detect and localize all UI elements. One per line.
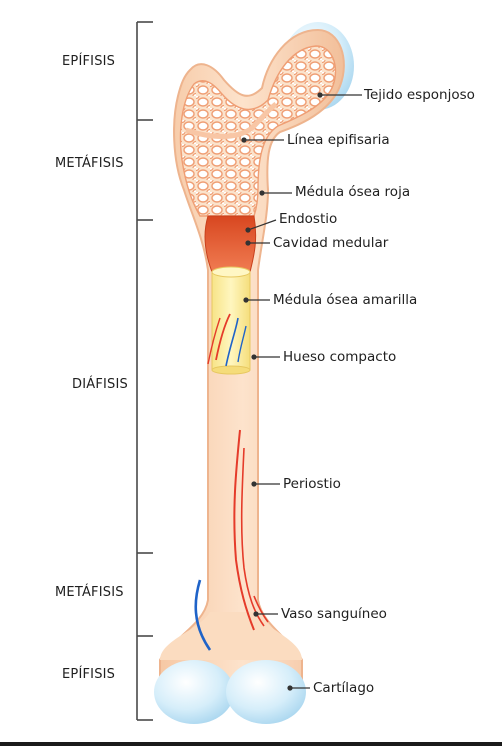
label-medula-osea-roja: Médula ósea roja bbox=[295, 184, 411, 200]
label-endostio: Endostio bbox=[279, 211, 338, 227]
epiphyseal-line bbox=[185, 102, 278, 139]
region-label-epifisis-top: EPÍFISIS bbox=[62, 54, 116, 69]
yellow-marrow bbox=[207, 266, 251, 375]
region-label-metafisis-bottom: METÁFISIS bbox=[55, 585, 124, 600]
label-medula-osea-amarilla: Médula ósea amarilla bbox=[273, 292, 418, 308]
label-periostio: Periostio bbox=[283, 476, 341, 492]
leader-endostio bbox=[247, 219, 277, 231]
region-bracket bbox=[136, 21, 153, 721]
label-tejido-esponjoso: Tejido esponjoso bbox=[364, 87, 475, 103]
label-vaso-sanguineo: Vaso sanguíneo bbox=[281, 606, 387, 622]
distal-cartilage bbox=[154, 660, 306, 724]
blood-vessels bbox=[194, 429, 269, 651]
region-label-epifisis-bottom: EPÍFISIS bbox=[62, 667, 116, 682]
region-label-metafisis-top: METÁFISIS bbox=[55, 156, 124, 171]
label-hueso-compacto: Hueso compacto bbox=[283, 349, 397, 365]
leader-lines bbox=[241, 92, 362, 691]
bottom-rule bbox=[0, 742, 502, 746]
label-cartilago: Cartílago bbox=[313, 680, 375, 696]
label-linea-epifisaria: Línea epifisaria bbox=[287, 132, 390, 148]
spongy-bone bbox=[179, 45, 337, 217]
label-cavidad-medular: Cavidad medular bbox=[273, 235, 389, 251]
region-label-diafisis: DIÁFISIS bbox=[72, 377, 128, 392]
